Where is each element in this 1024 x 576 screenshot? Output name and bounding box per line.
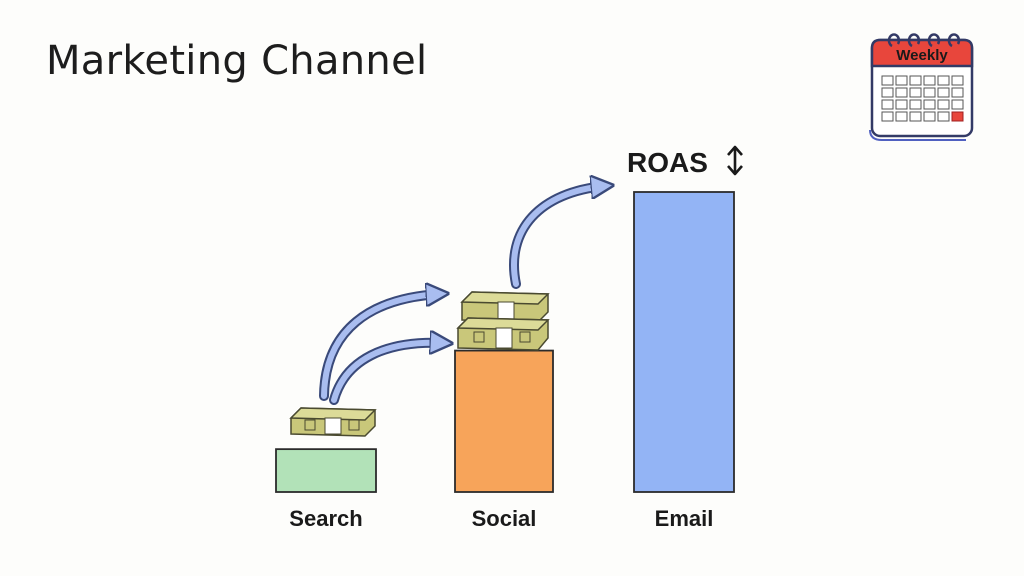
curved-arrow-icon (319, 294, 440, 401)
x-tick-label: Search (289, 506, 362, 531)
calendar-cell (881, 99, 894, 110)
curved-arrow-icon (329, 343, 444, 405)
calendar-cell (937, 75, 950, 86)
calendar-label: Weekly (896, 47, 948, 64)
page-title: Marketing Channel (46, 38, 428, 84)
calendar-cell (923, 111, 936, 122)
calendar-cell (937, 87, 950, 98)
calendar-cell (951, 75, 964, 86)
money-stack-icon (289, 407, 377, 437)
bar-email (633, 191, 735, 493)
calendar-cell (895, 99, 908, 110)
calendar-cell (951, 111, 964, 122)
calendar-cell (909, 87, 922, 98)
money-stack-icon (456, 317, 550, 351)
x-tick-label: Social (472, 506, 537, 531)
calendar-cell (909, 75, 922, 86)
bar-social (454, 349, 554, 493)
calendar-cell (881, 87, 894, 98)
calendar-cell (881, 75, 894, 86)
x-tick-label: Email (655, 506, 714, 531)
calendar-cell (951, 87, 964, 98)
calendar-cell (951, 99, 964, 110)
up-down-arrow-icon (727, 145, 743, 176)
calendar-cell (937, 111, 950, 122)
y-axis-label: ROAS (627, 147, 708, 178)
calendar-icon: Weekly (869, 33, 974, 141)
calendar-cell (895, 87, 908, 98)
money-stack-icon (460, 291, 550, 323)
calendar-cell (895, 111, 908, 122)
calendar-cell (937, 99, 950, 110)
calendar-cell (895, 75, 908, 86)
calendar-cell (923, 87, 936, 98)
curved-arrow-icon (509, 186, 605, 289)
bar-search (275, 448, 377, 493)
calendar-cell (881, 111, 894, 122)
calendar-cell (909, 99, 922, 110)
calendar-cell (923, 75, 936, 86)
calendar-cell (909, 111, 922, 122)
calendar-cell (923, 99, 936, 110)
